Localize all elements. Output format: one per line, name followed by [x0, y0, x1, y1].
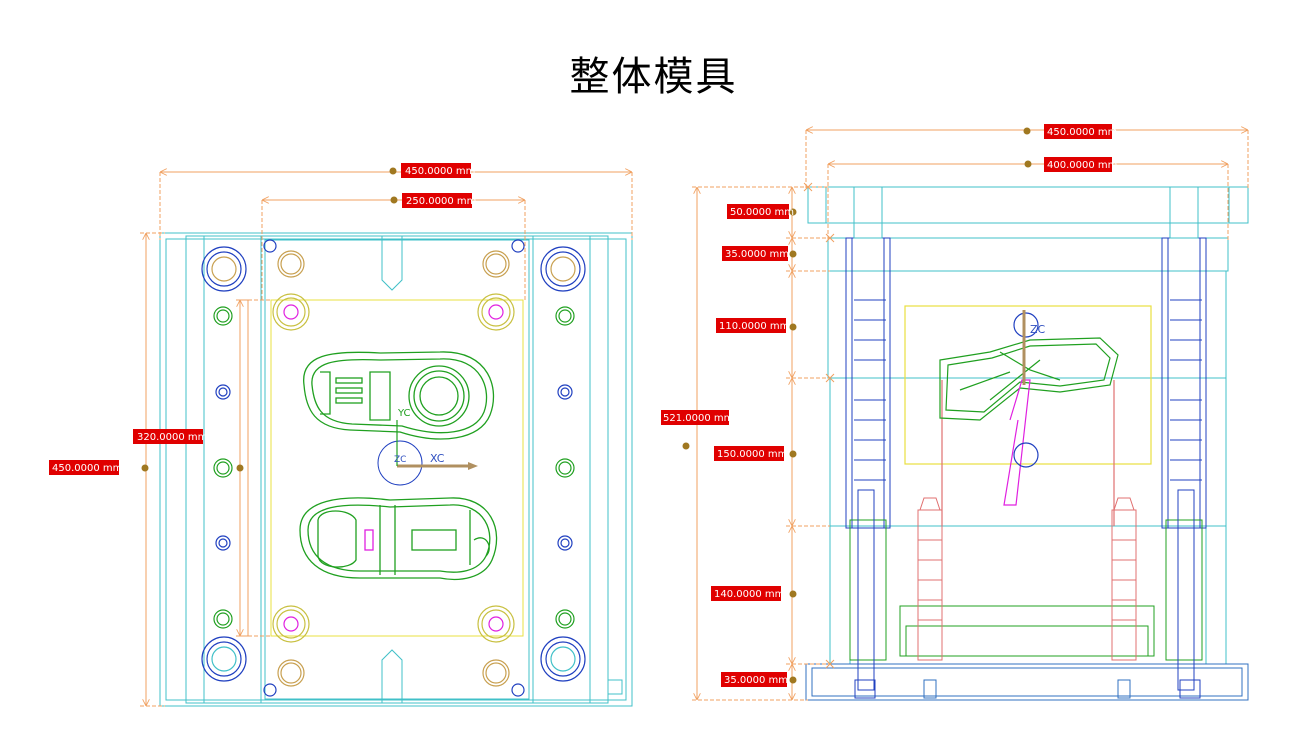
svg-text:450.0000 mm: 450.0000 mm [1047, 127, 1117, 138]
xc-label: XC [430, 452, 445, 465]
side-dim-width-inner: 400.0000 mm [1024, 157, 1117, 172]
guide-pillars [201, 246, 586, 682]
side-guide-pillars [845, 186, 1207, 699]
bolts [213, 239, 575, 697]
svg-text:450.0000 mm: 450.0000 mm [52, 463, 122, 474]
side-part: ZC [904, 305, 1152, 526]
svg-text:250.0000 mm: 250.0000 mm [406, 196, 476, 207]
side-view-dimensions [692, 130, 1249, 701]
part-bottom [299, 497, 498, 581]
top-view: XC YC ZC [140, 172, 633, 707]
svg-text:521.0000 mm: 521.0000 mm [663, 413, 733, 424]
side-dim-a-plate2: 110.0000 mm [716, 318, 797, 333]
svg-text:50.0000 mm: 50.0000 mm [730, 207, 794, 218]
side-dim-spacer: 140.0000 mm [711, 586, 797, 601]
side-view-plates [805, 186, 1249, 701]
side-dim-bottom-clamp: 35.0000 mm [721, 672, 797, 687]
svg-text:320.0000 mm: 320.0000 mm [137, 432, 207, 443]
zc-label: ZC [394, 455, 406, 465]
dimension-labels: 450.0000 mm 250.0000 mm 320.0000 mm 450.… [49, 124, 1117, 687]
side-dim-b-plate: 150.0000 mm [714, 446, 797, 461]
side-dim-top-clamp: 50.0000 mm [727, 204, 797, 219]
svg-text:150.0000 mm: 150.0000 mm [717, 449, 787, 460]
top-view-csys: XC YC ZC [377, 408, 478, 486]
top-dim-width-outer: 450.0000 mm [389, 163, 475, 178]
ejector-pins [917, 497, 1137, 699]
side-dim-width-outer: 450.0000 mm [1023, 124, 1117, 139]
yc-label: YC [397, 408, 411, 419]
top-dim-height-outer: 450.0000 mm [49, 460, 149, 475]
top-dim-height-inner: 320.0000 mm [133, 429, 244, 472]
side-view: ZC [692, 130, 1249, 701]
svg-text:140.0000 mm: 140.0000 mm [714, 589, 784, 600]
page-title: 整体模具 [569, 54, 738, 100]
svg-text:35.0000 mm: 35.0000 mm [725, 249, 789, 260]
svg-text:400.0000 mm: 400.0000 mm [1047, 160, 1117, 171]
top-dim-width-inner: 250.0000 mm [390, 193, 476, 208]
svg-text:110.0000 mm: 110.0000 mm [719, 321, 789, 332]
part-top [303, 351, 495, 440]
side-dim-a-plate1: 35.0000 mm [722, 246, 797, 261]
svg-text:450.0000 mm: 450.0000 mm [405, 166, 475, 177]
top-view-plates [159, 232, 633, 707]
side-dim-total: 521.0000 mm [661, 410, 733, 450]
side-zc-label: ZC [1030, 323, 1046, 336]
svg-text:35.0000 mm: 35.0000 mm [724, 675, 788, 686]
